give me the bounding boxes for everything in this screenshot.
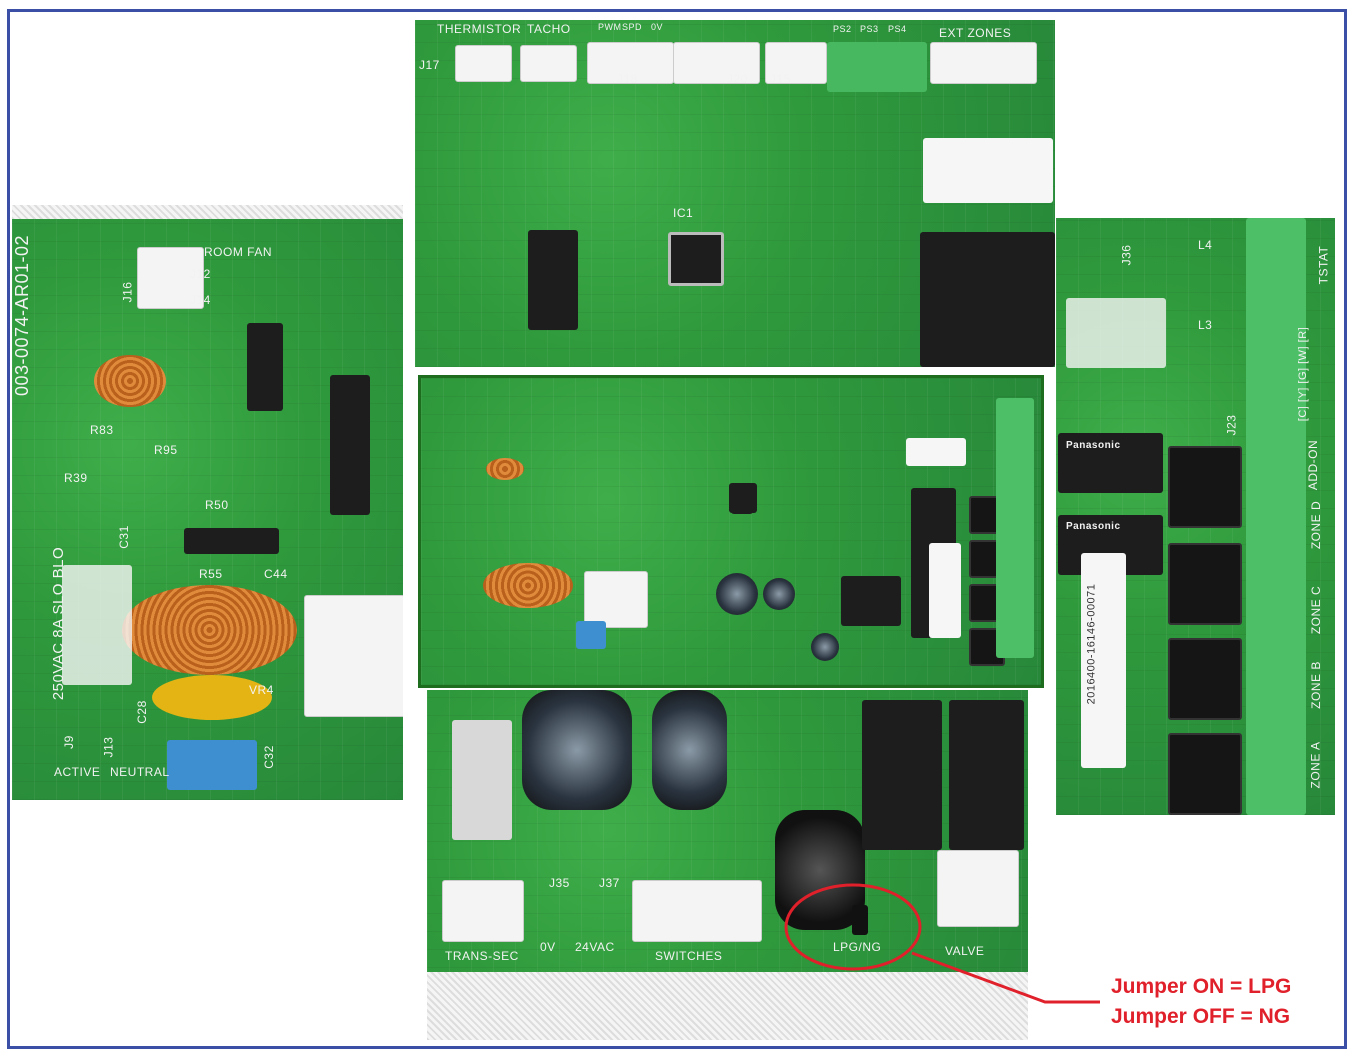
silk-label: C44: [264, 567, 288, 581]
valve-connector: [937, 850, 1019, 927]
silk-label: R83: [90, 423, 114, 437]
silk-tacho: TACHO: [527, 22, 571, 36]
silk-label: 0V: [651, 22, 664, 32]
annotation-line-ng: Jumper OFF = NG: [1111, 1005, 1291, 1028]
full-board-overview: [418, 375, 1044, 688]
relay-brand: Panasonic: [1066, 521, 1121, 532]
silk-thermistor: THERMISTOR: [437, 22, 522, 36]
capacitor: [522, 690, 632, 810]
annotation-line-lpg: Jumper ON = LPG: [1111, 975, 1292, 998]
silk-label: VR4: [249, 683, 274, 697]
top-board-closeup: THERMISTOR TACHO PWM SPD 0V J18 J20 J15 …: [415, 20, 1055, 367]
callout-line: [911, 951, 1100, 1004]
silk-label: PS4: [888, 24, 907, 34]
jumper-highlight-circle: [784, 883, 922, 971]
silk-label: IC1: [673, 206, 694, 220]
silk-label: J37: [599, 876, 620, 890]
silk-valve: VALVE: [945, 944, 985, 958]
silk-label: PS3: [860, 24, 879, 34]
silk-lpg-ng: LPG/NG: [833, 940, 882, 954]
silk-active: ACTIVE: [54, 765, 101, 779]
silk-label: PS2: [833, 24, 852, 34]
toroid-coil-large: [122, 585, 297, 675]
silk-label: R95: [154, 443, 178, 457]
silk-room-fan: ROOM FAN: [204, 245, 273, 259]
silk-ext-zones: EXT ZONES: [939, 26, 1012, 40]
silk-label: J14: [190, 293, 211, 307]
capacitor: [652, 690, 727, 810]
relay-brand: Panasonic: [1066, 440, 1121, 451]
silk-0v: 0V: [540, 940, 556, 954]
jumper-annotation: Jumper ON = LPG Jumper OFF = NG: [1111, 972, 1291, 1032]
toroid-coil-small: [94, 355, 166, 407]
silk-label: J35: [549, 876, 570, 890]
silk-label: PWM: [598, 22, 622, 32]
silk-label: L3: [1198, 318, 1213, 332]
bottom-board-closeup: TRANS-SEC 0V 24VAC SWITCHES LPG/NG VALVE…: [427, 690, 1028, 1040]
silk-label: R39: [64, 471, 88, 485]
silk-label: J15: [770, 72, 791, 86]
silk-switches: SWITCHES: [655, 949, 723, 963]
silk-label: R50: [205, 498, 229, 512]
right-board-closeup: TSTAT [C] [Y] [G] [W] [R] ADD-ON ZONE D …: [1056, 218, 1335, 815]
silk-label: L4: [1198, 238, 1213, 252]
silk-label: J12: [190, 267, 211, 281]
silk-label: J18: [617, 72, 638, 86]
silk-label: SPD: [622, 22, 643, 32]
image-frame: [7, 9, 1347, 1049]
silk-neutral: NEUTRAL: [110, 765, 170, 779]
left-board-closeup: ROOM FAN J12 J14 J16 003-0074-AR01-02 25…: [12, 205, 403, 800]
silk-trans-sec: TRANS-SEC: [445, 949, 519, 963]
lpg-ng-jumper[interactable]: [852, 905, 868, 935]
silk-label: R55: [199, 567, 223, 581]
silk-24vac: 24VAC: [575, 940, 615, 954]
silk-label: J20: [727, 72, 748, 86]
silk-label: J17: [419, 58, 440, 72]
ic1-chip: [668, 232, 724, 286]
